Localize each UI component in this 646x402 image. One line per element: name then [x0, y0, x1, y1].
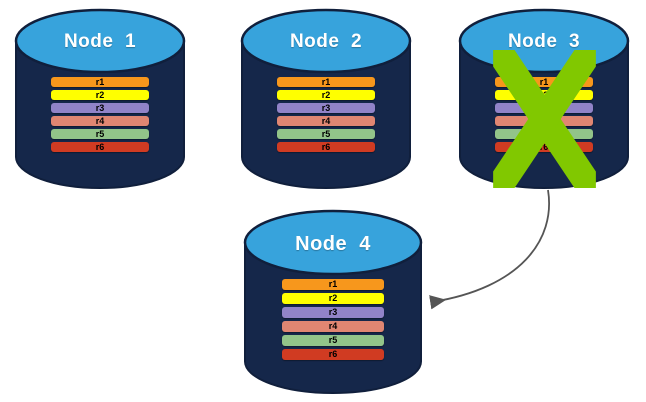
replica-bar[interactable]: r1	[282, 279, 384, 290]
cylinder-top-ellipse	[240, 8, 412, 74]
replica-label: r3	[328, 307, 338, 317]
replica-bar[interactable]: r3	[51, 103, 149, 113]
replica-bar[interactable]: r5	[277, 129, 375, 139]
replica-label: r3	[321, 102, 331, 113]
replica-bar[interactable]: r1	[495, 77, 593, 87]
replica-label: r2	[539, 89, 549, 100]
replica-bar[interactable]: r2	[495, 90, 593, 100]
replica-bar[interactable]: r6	[51, 142, 149, 152]
replica-label: r2	[95, 89, 105, 100]
replica-bar[interactable]: r5	[51, 129, 149, 139]
replica-label: r4	[328, 321, 338, 331]
replica-label: r3	[95, 102, 105, 113]
replica-list: r1 r2 r3 r4 r5 r6	[458, 77, 630, 152]
replica-bar[interactable]: r4	[282, 321, 384, 332]
replica-bar[interactable]: r6	[495, 142, 593, 152]
replica-label: r5	[95, 128, 105, 139]
replica-label: r3	[539, 102, 549, 113]
replica-label: r6	[328, 349, 338, 359]
replica-label: r1	[321, 76, 331, 87]
replica-bar[interactable]: r2	[51, 90, 149, 100]
cylinder-top-ellipse	[458, 8, 630, 74]
replica-bar[interactable]: r4	[277, 116, 375, 126]
replica-bar[interactable]: r4	[51, 116, 149, 126]
replica-label: r1	[328, 279, 338, 289]
replica-label: r2	[328, 293, 338, 303]
replica-bar[interactable]: r3	[495, 103, 593, 113]
cylinder-top-ellipse	[14, 8, 186, 74]
replica-label: r1	[95, 76, 105, 87]
replica-bar[interactable]: r1	[277, 77, 375, 87]
replica-bar[interactable]: r6	[277, 142, 375, 152]
replica-list: r1 r2 r3 r4 r5 r6	[14, 77, 186, 152]
replica-list: r1 r2 r3 r4 r5 r6	[243, 279, 423, 360]
replica-label: r4	[95, 115, 105, 126]
replica-label: r2	[321, 89, 331, 100]
replica-label: r6	[539, 141, 549, 152]
replica-label: r5	[539, 128, 549, 139]
replica-label: r4	[321, 115, 331, 126]
replica-label: r1	[539, 76, 549, 87]
replica-bar[interactable]: r1	[51, 77, 149, 87]
replica-label: r5	[328, 335, 338, 345]
replica-bar[interactable]: r4	[495, 116, 593, 126]
replica-bar[interactable]: r3	[282, 307, 384, 318]
replica-bar[interactable]: r2	[277, 90, 375, 100]
replica-label: r6	[321, 141, 331, 152]
replica-label: r4	[539, 115, 549, 126]
replica-bar[interactable]: r5	[282, 335, 384, 346]
replica-list: r1 r2 r3 r4 r5 r6	[240, 77, 412, 152]
cylinder-top-ellipse	[243, 209, 423, 276]
arrow-path	[429, 189, 550, 310]
replica-bar[interactable]: r5	[495, 129, 593, 139]
replica-bar[interactable]: r6	[282, 349, 384, 360]
replica-label: r6	[95, 141, 105, 152]
replica-bar[interactable]: r3	[277, 103, 375, 113]
replica-label: r5	[321, 128, 331, 139]
replica-bar[interactable]: r2	[282, 293, 384, 304]
